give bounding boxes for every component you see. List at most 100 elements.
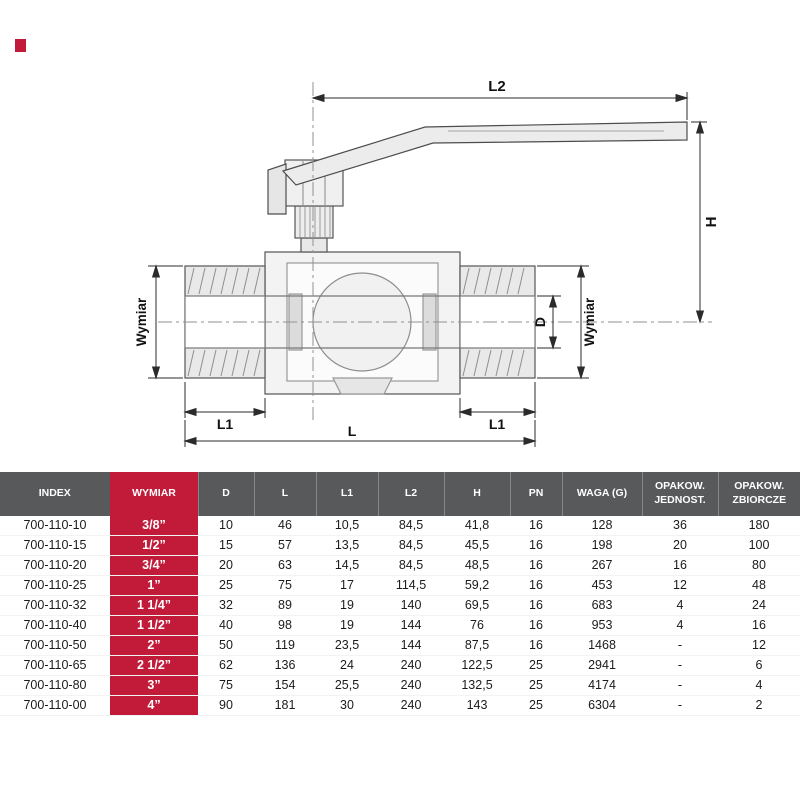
cell-d: 25 <box>198 575 254 596</box>
cell-opakow-jednost: 4 <box>642 595 718 616</box>
cell-d: 75 <box>198 675 254 696</box>
cell-wymiar: 2” <box>110 635 198 656</box>
cell-d: 20 <box>198 555 254 576</box>
cell-waga: 128 <box>562 516 642 536</box>
cell-opakow-zbiorcze: 4 <box>718 675 800 696</box>
cell-index: 700-110-65 <box>0 655 110 676</box>
column-header-opakow-zbiorcze: OPAKOW. ZBIORCZE <box>717 472 800 516</box>
cell-opakow-jednost: - <box>642 695 718 716</box>
cell-pn: 16 <box>510 555 562 576</box>
dim-label-l: L <box>348 423 357 439</box>
cell-l: 181 <box>254 695 316 716</box>
cell-opakow-jednost: 20 <box>642 535 718 556</box>
cell-l1: 17 <box>316 575 378 596</box>
dim-label-wymiar-left: Wymiar <box>134 297 149 346</box>
cell-l1: 24 <box>316 655 378 676</box>
cell-pn: 16 <box>510 615 562 636</box>
cell-pn: 16 <box>510 575 562 596</box>
cell-d: 50 <box>198 635 254 656</box>
cell-l2: 114,5 <box>378 575 444 596</box>
cell-opakow-zbiorcze: 180 <box>718 516 800 536</box>
cell-opakow-zbiorcze: 16 <box>718 615 800 636</box>
dim-wymiar-left: Wymiar <box>134 264 183 380</box>
column-header-pn: PN <box>509 472 562 516</box>
cell-l: 46 <box>254 516 316 536</box>
cell-d: 10 <box>198 516 254 536</box>
cell-l2: 84,5 <box>378 516 444 536</box>
cell-h: 76 <box>444 615 510 636</box>
cell-opakow-zbiorcze: 2 <box>718 695 800 716</box>
cell-l2: 240 <box>378 695 444 716</box>
table-row: 700-110-20 3/4” 20 63 14,5 84,5 48,5 16 … <box>0 555 800 576</box>
dim-l2: L2 <box>311 78 689 120</box>
cell-waga: 4174 <box>562 675 642 696</box>
column-header-opakow-jednost: OPAKOW. JEDNOST. <box>641 472 718 516</box>
cell-l: 75 <box>254 575 316 596</box>
ball-valve-drawing: L2 H Wymiar D Wymiar L1 <box>134 78 720 447</box>
cell-wymiar: 3/8” <box>110 516 198 536</box>
cell-l: 63 <box>254 555 316 576</box>
cell-waga: 6304 <box>562 695 642 716</box>
logo-mark <box>15 39 26 52</box>
cell-l1: 23,5 <box>316 635 378 656</box>
cell-l: 98 <box>254 615 316 636</box>
gland <box>294 205 334 239</box>
cell-waga: 267 <box>562 555 642 576</box>
cell-pn: 25 <box>510 675 562 696</box>
dim-label-h: H <box>703 217 720 228</box>
cell-l1: 14,5 <box>316 555 378 576</box>
dim-l1-right: L1 <box>458 382 537 432</box>
column-header-index: INDEX <box>0 472 110 516</box>
cell-h: 87,5 <box>444 635 510 656</box>
cell-opakow-zbiorcze: 6 <box>718 655 800 676</box>
cell-pn: 16 <box>510 516 562 536</box>
cell-pn: 25 <box>510 655 562 676</box>
cell-d: 32 <box>198 595 254 616</box>
cell-l: 57 <box>254 535 316 556</box>
column-header-d: D <box>197 472 254 516</box>
cell-wymiar: 4” <box>110 695 198 716</box>
cell-h: 41,8 <box>444 516 510 536</box>
cell-pn: 16 <box>510 595 562 616</box>
cell-l: 154 <box>254 675 316 696</box>
cell-opakow-jednost: - <box>642 655 718 676</box>
cell-index: 700-110-20 <box>0 555 110 576</box>
cell-l1: 13,5 <box>316 535 378 556</box>
dim-label-d: D <box>532 317 548 327</box>
cell-opakow-zbiorcze: 80 <box>718 555 800 576</box>
bottom-detail <box>332 377 393 395</box>
cell-l2: 84,5 <box>378 535 444 556</box>
dim-label-l1-left: L1 <box>217 416 234 432</box>
table-row: 700-110-10 3/8” 10 46 10,5 84,5 41,8 16 … <box>0 516 800 536</box>
valve-body <box>264 251 461 395</box>
right-port-threads <box>462 267 525 377</box>
dim-label-l2: L2 <box>488 78 506 95</box>
cell-index: 700-110-10 <box>0 516 110 536</box>
cell-waga: 2941 <box>562 655 642 676</box>
table-row: 700-110-00 4” 90 181 30 240 143 25 6304 … <box>0 695 800 716</box>
cell-wymiar: 1/2” <box>110 535 198 556</box>
cell-h: 59,2 <box>444 575 510 596</box>
valve-handle <box>267 121 688 215</box>
cell-index: 700-110-25 <box>0 575 110 596</box>
cell-l: 119 <box>254 635 316 656</box>
cell-index: 700-110-00 <box>0 695 110 716</box>
cell-wymiar: 2 1/2” <box>110 655 198 676</box>
cell-h: 132,5 <box>444 675 510 696</box>
dim-label-l1-right: L1 <box>489 416 506 432</box>
column-header-l2: L2 <box>377 472 444 516</box>
dim-l1-left: L1 <box>183 382 267 432</box>
table-row: 700-110-25 1” 25 75 17 114,5 59,2 16 453… <box>0 575 800 596</box>
cell-l2: 140 <box>378 595 444 616</box>
cell-l2: 84,5 <box>378 555 444 576</box>
cell-l1: 19 <box>316 595 378 616</box>
table-row: 700-110-80 3” 75 154 25,5 240 132,5 25 4… <box>0 675 800 696</box>
cell-wymiar: 3/4” <box>110 555 198 576</box>
table-row: 700-110-40 1 1/2” 40 98 19 144 76 16 953… <box>0 615 800 636</box>
table-body: 700-110-10 3/8” 10 46 10,5 84,5 41,8 16 … <box>0 516 800 716</box>
cell-l2: 144 <box>378 635 444 656</box>
cell-d: 15 <box>198 535 254 556</box>
column-header-waga: WAGA (G) <box>561 472 642 516</box>
cell-pn: 25 <box>510 695 562 716</box>
